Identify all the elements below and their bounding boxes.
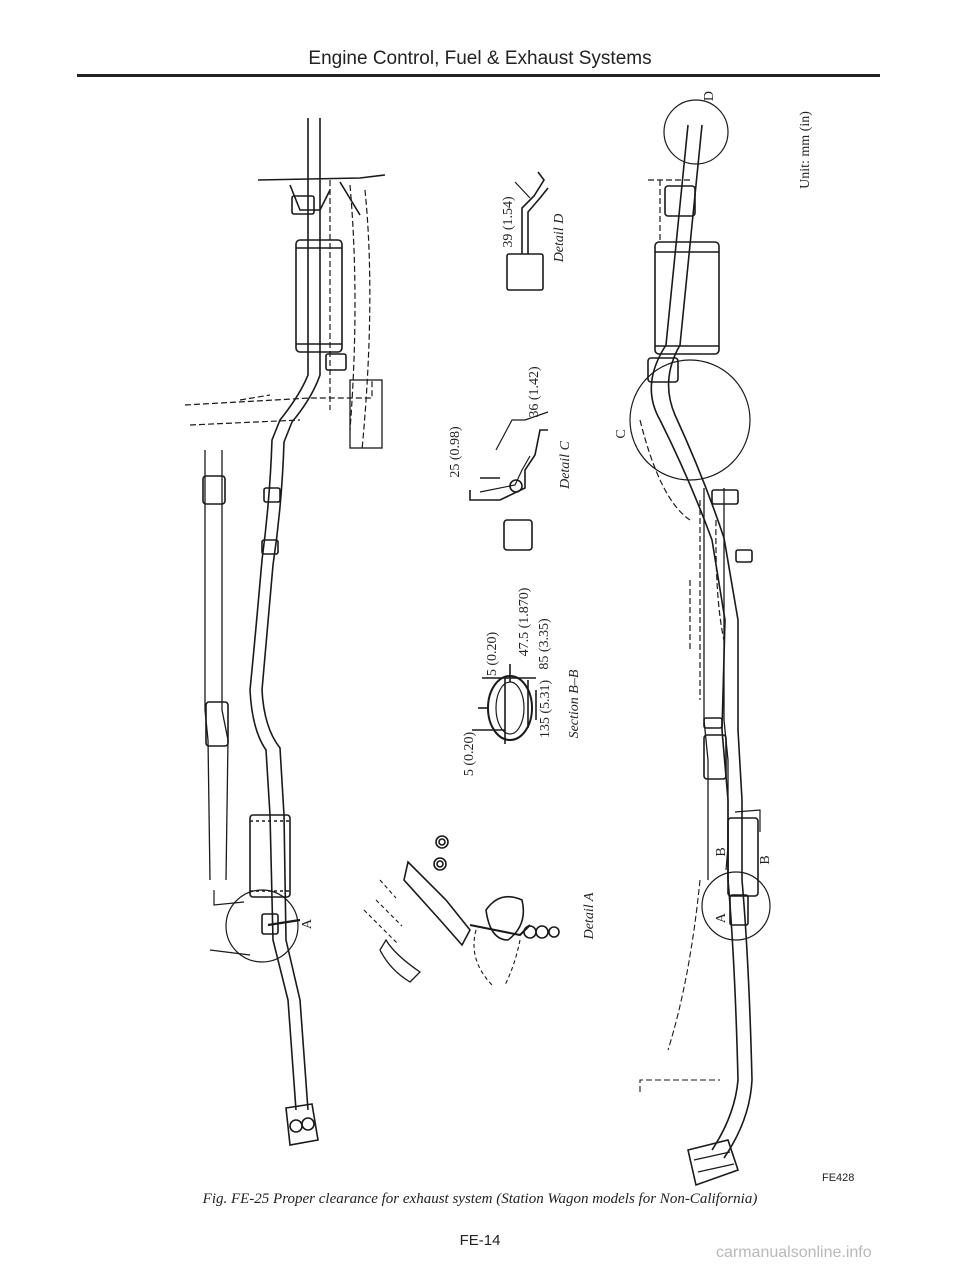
right-exhaust-pipe-outer	[650, 124, 739, 1151]
section-bb-dim-4: 85 (3.35)	[537, 618, 552, 670]
right-propeller-shaft	[703, 488, 729, 880]
right-manifold-flange	[687, 1139, 740, 1187]
right-exhaust-view	[629, 99, 771, 1187]
header-rule	[77, 74, 880, 77]
section-bb-dim-3: 47.5 (1.870)	[517, 587, 532, 657]
callout-a-right: A	[714, 912, 729, 924]
right-exhaust-pipe-inner	[667, 124, 753, 1159]
figure-caption: Fig. FE-25 Proper clearance for exhaust …	[202, 1191, 758, 1207]
detail-c-drawing	[469, 411, 549, 551]
left-exhaust-view	[184, 118, 386, 1146]
callout-b-left: B	[714, 847, 729, 857]
detail-c-title: Detail C	[558, 441, 573, 489]
section-bb-dim-1: 5 (0.20)	[462, 731, 477, 777]
figure-code: FE428	[822, 1172, 855, 1184]
section-bb-drawing	[472, 664, 537, 744]
page-header: Engine Control, Fuel & Exhaust Systems	[308, 48, 652, 69]
right-detail-d-circle	[663, 99, 729, 165]
left-main-muffler	[295, 239, 343, 353]
detail-a-title: Detail A	[582, 892, 597, 940]
left-exhaust-pipe-outer	[249, 118, 309, 1111]
detail-d-dim-1: 39 (1.54)	[501, 196, 516, 248]
left-pre-muffler	[249, 814, 291, 898]
right-main-muffler	[654, 241, 720, 355]
left-frame-outline	[184, 180, 373, 451]
unit-label: Unit: mm (in)	[798, 111, 813, 189]
watermark: carmanualsonline.info	[716, 1244, 872, 1261]
callout-b-right: B	[758, 855, 773, 865]
page-number: FE-14	[459, 1232, 501, 1249]
left-propeller-shaft	[204, 450, 229, 881]
left-detail-a-circle	[225, 889, 299, 963]
detail-c-dim-1: 25 (0.98)	[448, 426, 463, 478]
section-bb-dim-5: 135 (5.31)	[538, 679, 553, 739]
section-bb-dim-2: 5 (0.20)	[485, 631, 500, 677]
section-bb-title: Section B–B	[567, 669, 582, 739]
right-frame-outline	[639, 179, 725, 700]
left-manifold-flange	[285, 1103, 319, 1146]
detail-c-dim-2: 36 (1.42)	[527, 366, 542, 418]
left-exhaust-pipe-inner	[261, 118, 321, 1111]
callout-a-left: A	[300, 918, 315, 930]
callout-d: D	[702, 90, 717, 102]
right-detail-c-circle	[629, 359, 751, 481]
detail-a-drawing	[363, 835, 560, 986]
detail-d-drawing	[506, 171, 549, 291]
right-detail-a-circle	[701, 871, 771, 941]
callout-c: C	[614, 429, 629, 439]
detail-d-title: Detail D	[552, 213, 567, 263]
